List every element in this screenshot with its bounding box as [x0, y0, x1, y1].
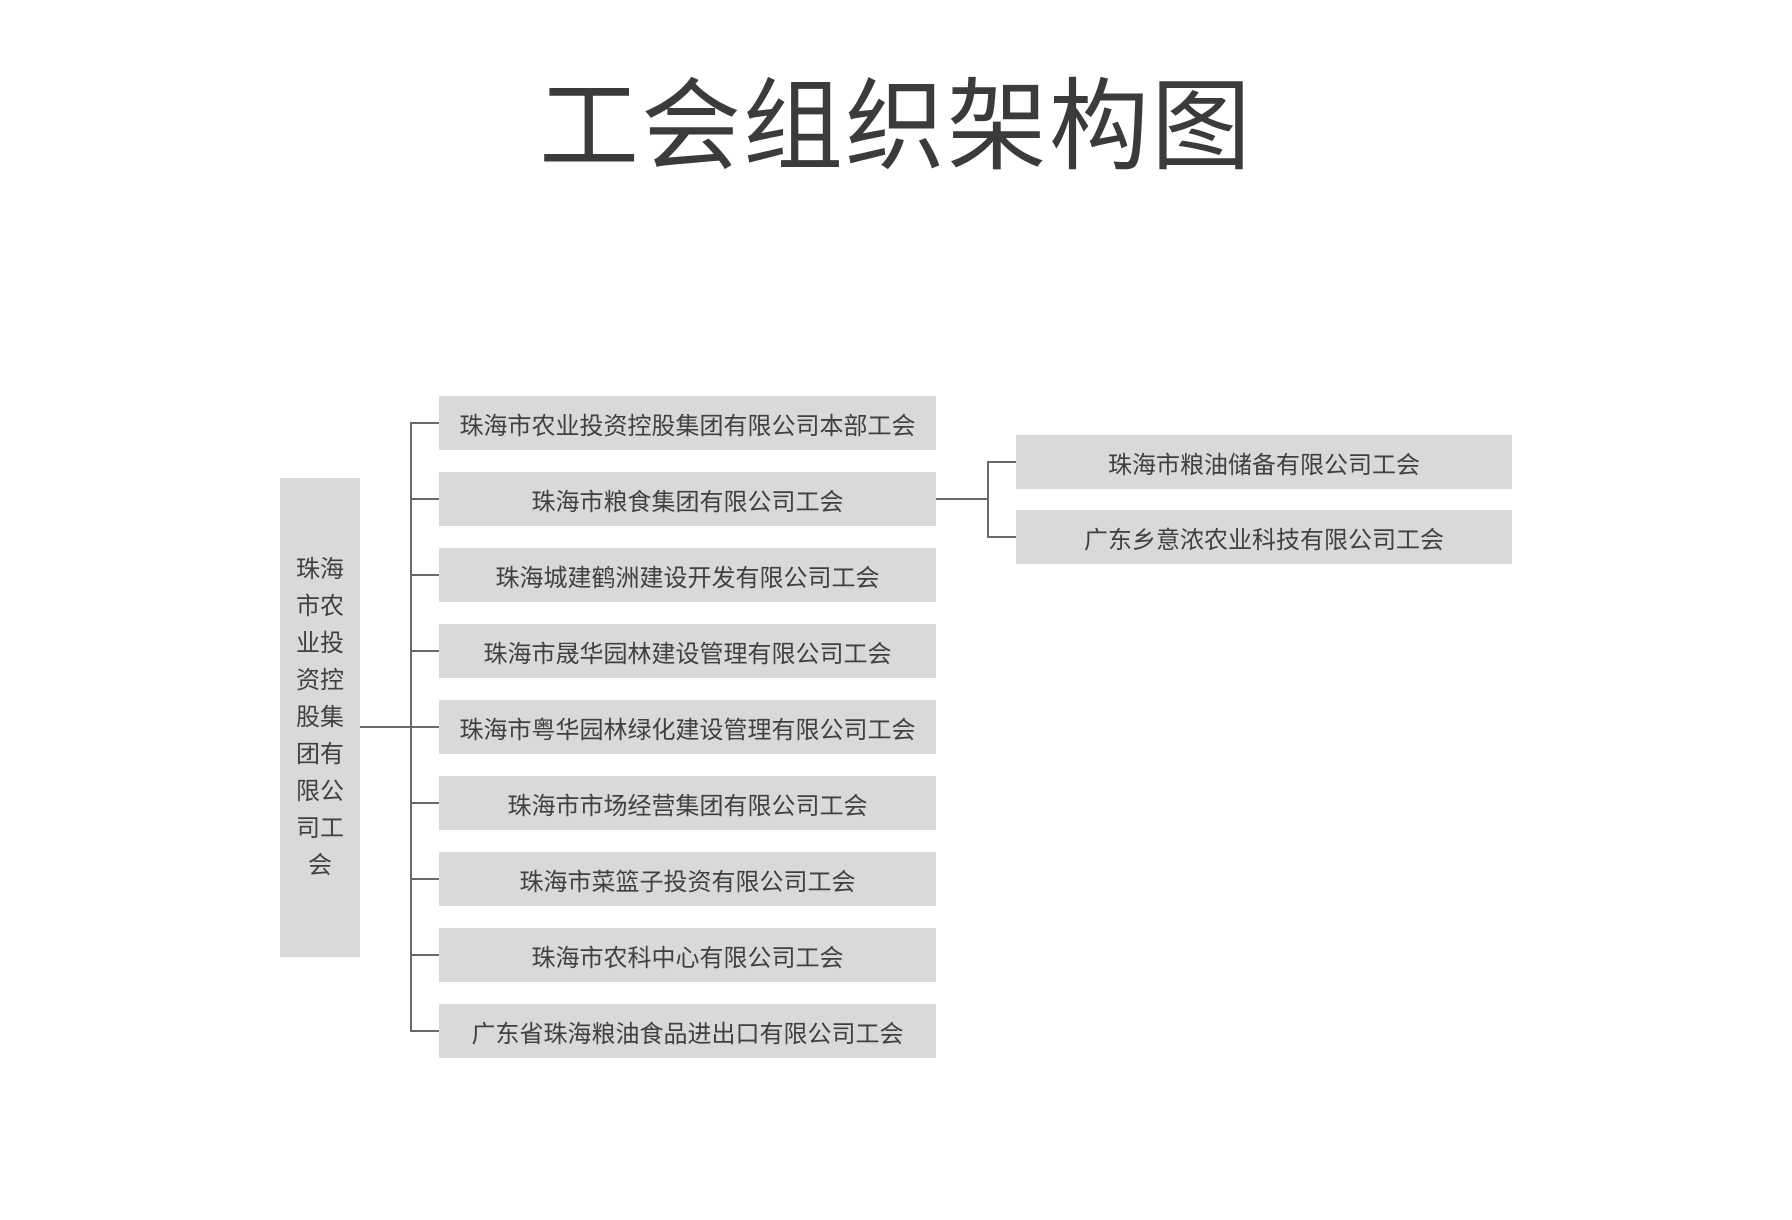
branch-connector-line	[936, 498, 989, 500]
org-box: 珠海市农科中心有限公司工会	[439, 928, 936, 982]
org-box: 广东省珠海粮油食品进出口有限公司工会	[439, 1004, 936, 1058]
child-stub-line	[410, 802, 439, 804]
child-stub-line	[410, 878, 439, 880]
child-stub-line	[410, 1030, 439, 1032]
root-org-label: 珠海市农业投资控股集团有限公司工会	[296, 556, 344, 879]
org-box: 珠海市粮食集团有限公司工会	[439, 472, 936, 526]
root-connector-line	[360, 726, 410, 728]
org-box: 广东乡意浓农业科技有限公司工会	[1016, 510, 1512, 564]
child-stub-line	[410, 650, 439, 652]
child-stub-line	[410, 954, 439, 956]
org-box: 珠海市粤华园林绿化建设管理有限公司工会	[439, 700, 936, 754]
branch-vline	[987, 460, 989, 538]
org-box: 珠海市市场经营集团有限公司工会	[439, 776, 936, 830]
org-box: 珠海市菜篮子投资有限公司工会	[439, 852, 936, 906]
child-stub-line	[410, 726, 439, 728]
child-stub-line	[410, 498, 439, 500]
org-box: 珠海市农业投资控股集团有限公司本部工会	[439, 396, 936, 450]
org-box: 珠海市粮油储备有限公司工会	[1016, 435, 1512, 489]
page-title: 工会组织架构图	[539, 71, 1253, 183]
grandchild-stub-line	[987, 460, 1016, 463]
child-stub-line	[410, 422, 439, 424]
root-org-box: 珠海市农业投资控股集团有限公司工会	[280, 478, 360, 957]
grandchild-stub-line	[987, 535, 1016, 538]
org-box: 珠海城建鹤洲建设开发有限公司工会	[439, 548, 936, 602]
org-box: 珠海市晟华园林建设管理有限公司工会	[439, 624, 936, 678]
child-stub-line	[410, 574, 439, 576]
